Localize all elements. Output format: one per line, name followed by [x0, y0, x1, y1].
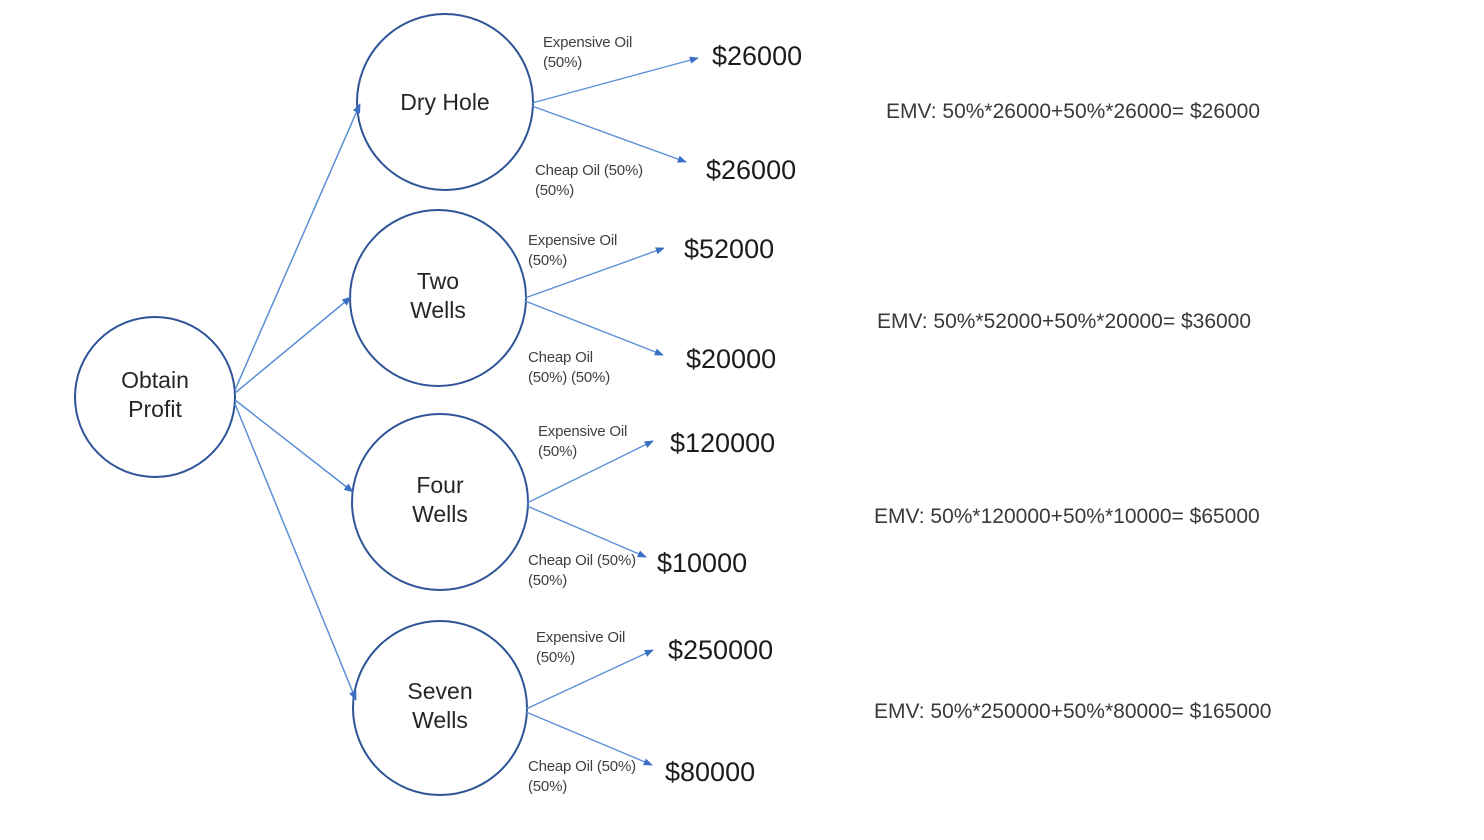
edge-label-dry-hole-cheap-oil: Cheap Oil (50%) (50%) — [535, 162, 643, 199]
payoff-dry-hole-expensive-oil: $26000 — [712, 41, 803, 71]
edge-label-four-wells-cheap-oil: Cheap Oil (50%) (50%) — [528, 552, 636, 589]
payoff-four-wells-expensive-oil: $120000 — [670, 428, 776, 458]
edge-root-to-two-wells — [234, 296, 352, 394]
edge-root-to-four-wells — [234, 399, 354, 493]
emv-seven-wells: EMV: 50%*250000+50%*80000= $165000 — [874, 700, 1272, 723]
payoff-four-wells-cheap-oil: $10000 — [657, 548, 748, 578]
edge-dry-hole-cheap-oil — [531, 105, 687, 163]
edge-root-to-seven-wells — [234, 403, 357, 701]
emv-dry-hole: EMV: 50%*26000+50%*26000= $26000 — [886, 100, 1261, 123]
edge-two-wells-cheap-oil — [524, 300, 664, 356]
node-circle-dry-hole[interactable] — [356, 13, 534, 191]
edge-label-two-wells-cheap-oil: Cheap Oil (50%) (50%) — [528, 349, 610, 386]
emv-two-wells: EMV: 50%*52000+50%*20000= $36000 — [877, 310, 1252, 333]
payoff-seven-wells-cheap-oil: $80000 — [665, 757, 756, 787]
node-circle-two-wells[interactable] — [349, 209, 527, 387]
payoff-dry-hole-cheap-oil: $26000 — [706, 155, 797, 185]
node-circle-root[interactable] — [74, 316, 236, 478]
edge-four-wells-expensive-oil — [526, 440, 654, 504]
node-circle-four-wells[interactable] — [351, 413, 529, 591]
emv-four-wells: EMV: 50%*120000+50%*10000= $65000 — [874, 505, 1260, 528]
payoff-seven-wells-expensive-oil: $250000 — [668, 635, 774, 665]
edge-dry-hole-expensive-oil — [531, 56, 699, 104]
node-circle-seven-wells[interactable] — [352, 620, 528, 796]
edge-label-seven-wells-cheap-oil: Cheap Oil (50%) (50%) — [528, 758, 636, 795]
edge-seven-wells-expensive-oil — [525, 649, 654, 710]
edge-seven-wells-cheap-oil — [525, 711, 653, 766]
edge-label-seven-wells-expensive-oil: Expensive Oil (50%) — [536, 629, 626, 666]
payoff-two-wells-expensive-oil: $52000 — [684, 234, 775, 264]
edge-two-wells-expensive-oil — [524, 247, 665, 299]
edge-label-two-wells-expensive-oil: Expensive Oil (50%) — [528, 232, 618, 269]
edge-label-dry-hole-expensive-oil: Expensive Oil (50%) — [543, 34, 633, 71]
edge-root-to-dry-hole — [234, 103, 361, 391]
edge-label-four-wells-expensive-oil: Expensive Oil (50%) — [538, 423, 628, 460]
edge-four-wells-cheap-oil — [526, 505, 647, 558]
payoff-two-wells-cheap-oil: $20000 — [686, 344, 777, 374]
